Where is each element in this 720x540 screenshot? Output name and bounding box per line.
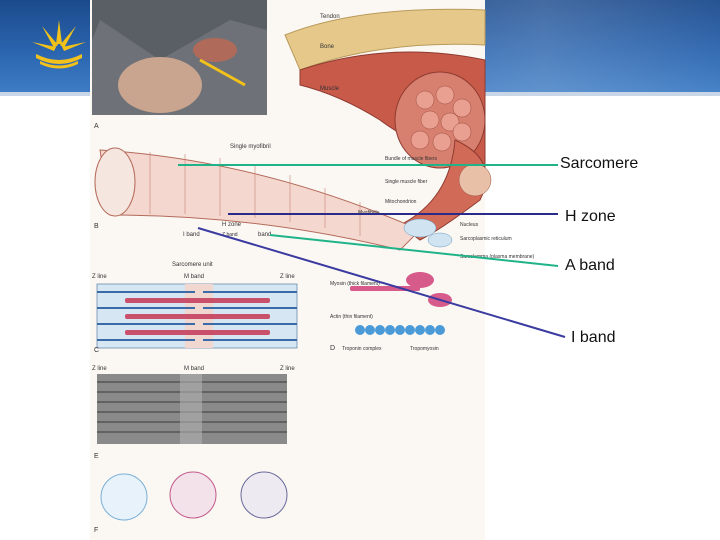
i-band-small-label: I band xyxy=(183,232,200,238)
z-line-left-label: Z line xyxy=(92,274,107,280)
panel-e-label: E xyxy=(94,453,99,460)
thin-filaments xyxy=(97,291,297,341)
bone-label: Bone xyxy=(320,44,335,50)
panel-a-label: A xyxy=(94,123,99,130)
z-band-label: Z band xyxy=(222,232,238,238)
troponin-label: Troponin complex xyxy=(342,346,382,352)
fiber-bundles xyxy=(410,85,472,152)
bundle-label: Bundle of muscle fibers xyxy=(385,156,437,162)
arm-muscle xyxy=(193,38,237,62)
fascicle-end xyxy=(458,163,492,197)
h-zone-label: H zone xyxy=(565,208,616,225)
panel-f-label: F xyxy=(94,527,98,534)
m-band-e-label: M band xyxy=(184,366,204,372)
nucleus-label: Nucleus xyxy=(460,222,479,228)
actin-label: Actin (thin filament) xyxy=(330,314,373,320)
myofibril xyxy=(99,149,421,251)
sarcolemma-label: Sarcolemma (plasma membrane) xyxy=(460,254,535,260)
i-band-label: I band xyxy=(571,329,616,346)
back-shape xyxy=(118,57,202,113)
z-line-right-label: Z line xyxy=(280,274,295,280)
arrow-a xyxy=(199,58,246,87)
sarcomere-label: Sarcomere xyxy=(560,155,639,172)
actin-beads xyxy=(355,325,445,335)
i-band-pointer-line xyxy=(197,227,566,338)
panel-b-label: B xyxy=(94,223,99,230)
panel-d-label: D xyxy=(330,345,335,352)
cross-section-thick xyxy=(169,471,217,519)
sr-network xyxy=(403,218,453,248)
single-myofibril-label: Single myofibril xyxy=(230,144,271,150)
a-band-label: A band xyxy=(565,257,615,274)
h-zone-small-label: H zone xyxy=(222,222,242,228)
sarcomere-unit-label: Sarcomere unit xyxy=(172,262,213,268)
m-band-label: M band xyxy=(184,274,204,280)
myosin-label: Myosin (thick filament) xyxy=(330,281,380,287)
micrograph-h-zone xyxy=(180,374,202,444)
single-fiber-label: Single muscle fiber xyxy=(385,179,428,185)
university-logo-icon xyxy=(32,20,86,69)
thick-filaments xyxy=(125,298,270,335)
mitochondrion-label: Mitochondrion xyxy=(385,199,417,205)
cross-section-overlap xyxy=(240,471,288,519)
panel-c-label: C xyxy=(94,347,99,354)
bone-shape xyxy=(284,8,486,71)
z-line-e-left-label: Z line xyxy=(92,366,107,372)
z-line-e-right-label: Z line xyxy=(280,366,295,372)
cross-section-thin xyxy=(100,473,148,521)
band-small-label: band xyxy=(258,232,271,238)
sr-label: Sarcoplasmic reticulum xyxy=(460,236,512,242)
tropomyosin-label: Tropomyosin xyxy=(410,346,439,352)
muscle-label: Muscle xyxy=(320,86,340,92)
tendon-label: Tendon xyxy=(320,14,340,20)
myofibril-end xyxy=(94,147,136,217)
a-band-pointer-line xyxy=(269,234,559,267)
